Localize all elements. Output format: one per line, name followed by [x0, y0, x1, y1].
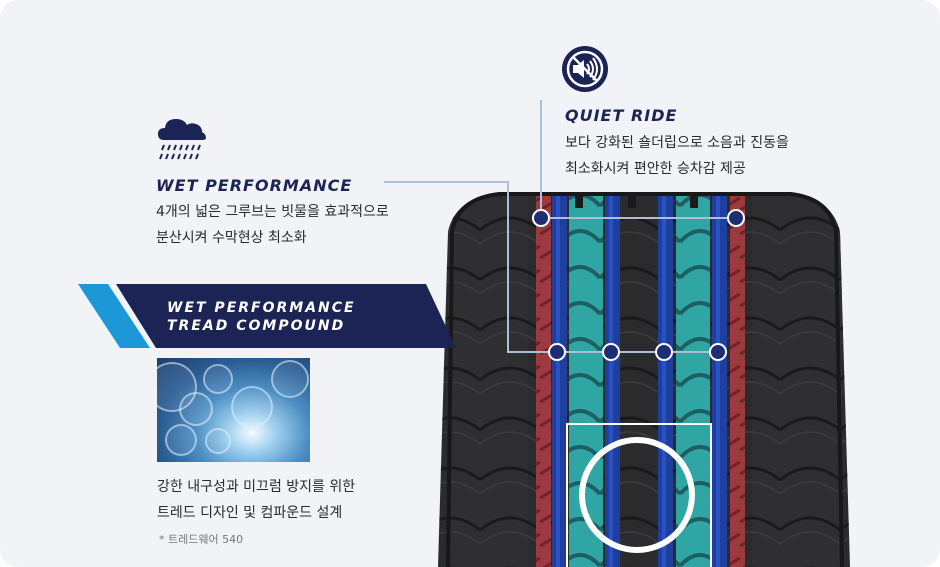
quiet-ride-line-1: 보다 강화된 숄더립으로 소음과 진동을 — [565, 135, 789, 151]
quiet-ride-line-2: 최소화시켜 편안한 승차감 제공 — [565, 161, 746, 177]
treadwear-note: * 트레드웨어 540 — [159, 533, 244, 546]
compound-banner-line-1: WET PERFORMANCE — [167, 300, 356, 316]
wet-performance-line-1: 4개의 넓은 그루브는 빗물을 효과적으로 — [156, 204, 389, 220]
compound-line-2: 트레드 디자인 및 컴파운드 설계 — [157, 505, 343, 521]
compound-banner-line-2: TREAD COMPOUND — [167, 318, 346, 334]
quiet-ride-title: QUIET RIDE — [565, 106, 678, 125]
quiet-ride-description: 보다 강화된 숄더립으로 소음과 진동을 최소화시켜 편안한 승차감 제공 — [565, 130, 789, 182]
zoom-circle — [579, 437, 695, 553]
compound-line-1: 강한 내구성과 미끄럼 방지를 위한 — [157, 479, 356, 495]
zoom-frame — [566, 423, 712, 567]
wet-performance-title: WET PERFORMANCE — [156, 176, 353, 195]
wet-performance-description: 4개의 넓은 그루브는 빗물을 효과적으로 분산시켜 수막현상 최소화 — [156, 199, 389, 251]
compound-banner — [78, 284, 456, 348]
compound-description: 강한 내구성과 미끄럼 방지를 위한 트레드 디자인 및 컴파운드 설계 — [157, 474, 355, 526]
rain-cloud-icon — [154, 110, 208, 168]
wet-performance-line-2: 분산시켜 수막현상 최소화 — [156, 230, 307, 246]
mute-speaker-icon — [560, 44, 610, 98]
compound-material-photo — [157, 358, 310, 462]
compound-banner-text: WET PERFORMANCE TREAD COMPOUND — [167, 299, 356, 335]
